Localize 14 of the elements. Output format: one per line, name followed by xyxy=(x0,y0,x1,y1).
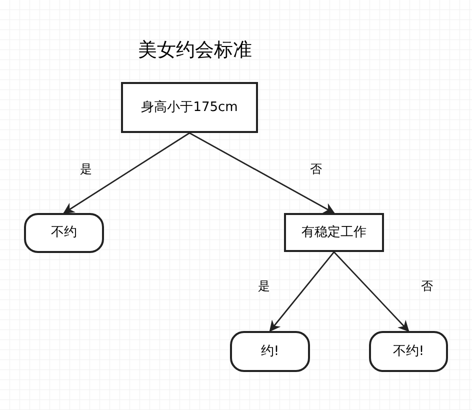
decision-box: 有稳定工作 xyxy=(284,213,384,252)
arrow xyxy=(334,252,410,332)
arrow xyxy=(63,132,190,214)
terminal-box: 不约! xyxy=(369,331,448,372)
terminal-box: 约! xyxy=(230,331,310,372)
arrow xyxy=(269,252,335,332)
terminal-box: 不约 xyxy=(24,213,104,253)
edge-label: 是 xyxy=(258,280,270,292)
edge-label: 是 xyxy=(80,163,92,175)
edge-label: 否 xyxy=(421,280,433,292)
edge-label: 否 xyxy=(310,163,322,175)
decision-box: 身高小于175cm xyxy=(121,82,258,133)
arrow xyxy=(189,132,335,214)
diagram-title: 美女约会标准 xyxy=(137,38,253,63)
